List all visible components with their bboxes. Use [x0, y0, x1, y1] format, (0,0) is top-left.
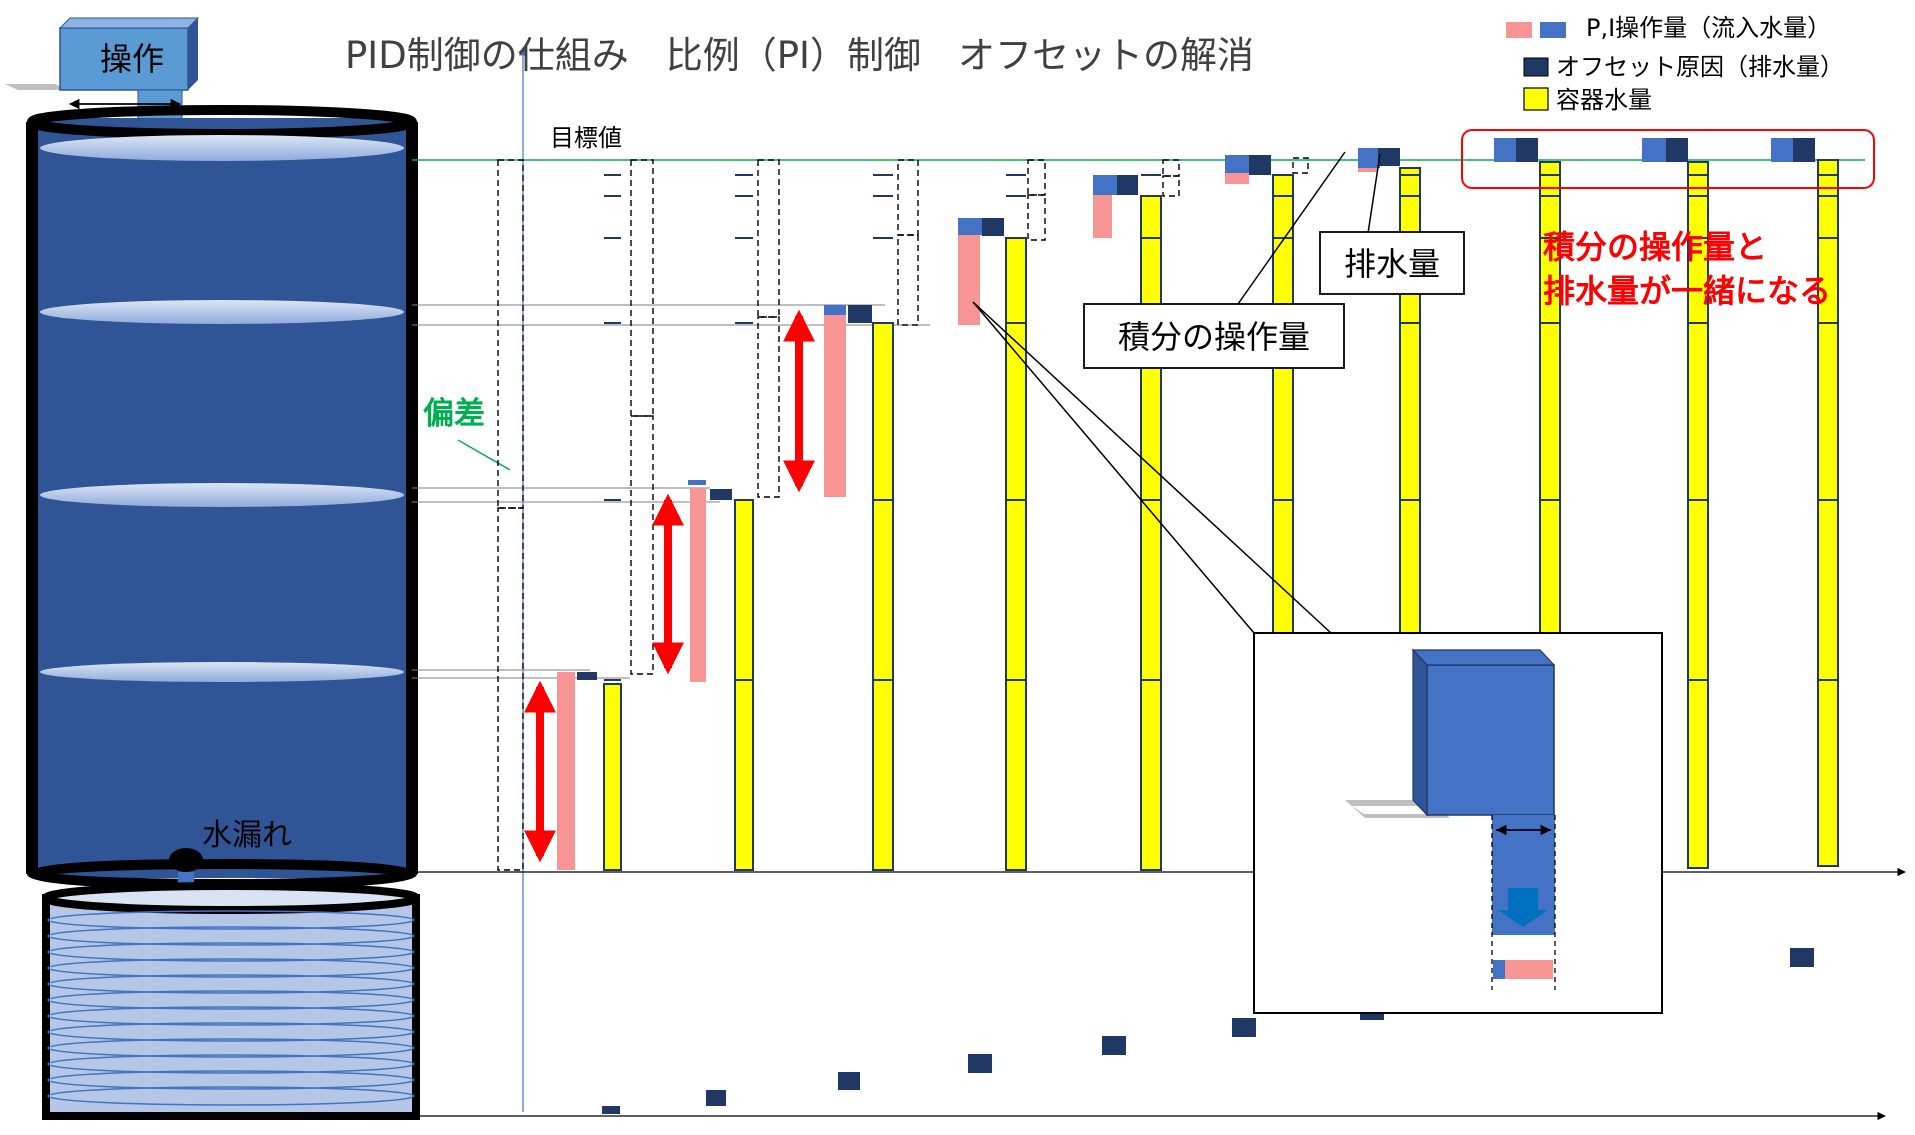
drain-bar — [1666, 138, 1688, 162]
target-label: 目標値 — [550, 124, 622, 152]
equilibrium-highlight — [1461, 129, 1875, 189]
integral-input-bar — [1358, 148, 1380, 168]
drain-label-box — [1319, 231, 1465, 295]
integral-label: 積分の操作量 — [1118, 318, 1310, 356]
water-tank: 操作 水漏れ — [5, 17, 420, 1120]
water-level-disks — [40, 135, 404, 682]
drain-bar — [1117, 175, 1138, 195]
integral-input-bar — [688, 480, 706, 485]
proportional-input-bar — [1093, 195, 1112, 238]
water-level-bar — [603, 683, 622, 871]
deviation-pointer — [457, 439, 511, 471]
proportional-input-bar — [958, 235, 980, 325]
deviation-frames — [497, 157, 1309, 871]
deviation-label: 偏差 — [423, 396, 485, 432]
water-level-bar — [1687, 161, 1709, 869]
integral-input-bar — [1093, 175, 1117, 195]
zoom-proportional-bar — [1505, 960, 1553, 979]
deviation-arrows — [524, 309, 815, 863]
integral-callout: 積分の操作量 — [1083, 151, 1346, 369]
zoom-integral-bar — [1493, 960, 1505, 979]
drain-markers — [602, 948, 1814, 1114]
legend-drain-swatch — [1523, 57, 1549, 77]
drain-bar — [982, 218, 1004, 236]
proportional-input-bar — [690, 488, 706, 682]
flow-arrow-icon — [1498, 910, 1548, 927]
zoom-callout — [972, 301, 1663, 1014]
integral-label-box — [1083, 303, 1345, 369]
valve-side — [188, 18, 198, 90]
legend: P,I操作量（流入水量） オフセット原因（排水量） 容器水量 — [1506, 14, 1844, 114]
water-level-bar — [1817, 159, 1839, 867]
proportional-input-bar — [1358, 168, 1378, 172]
result-text-line2: 排水量が一緒になる — [1543, 272, 1831, 310]
diagram-title: PID制御の仕組み 比例（PI）制御 オフセットの解消 — [345, 34, 1254, 77]
integral-input-bar — [824, 305, 846, 315]
drain-bar — [1793, 138, 1815, 162]
tank-rim — [27, 105, 417, 139]
legend-water-swatch — [1523, 87, 1549, 111]
water-level-bar — [872, 322, 894, 871]
valve-top — [58, 17, 200, 29]
drain-bar — [848, 305, 872, 323]
drain-label: 排水量 — [1344, 245, 1440, 283]
drain-bucket — [42, 882, 420, 1120]
water-level-bar — [734, 499, 754, 871]
drain-bar — [577, 672, 597, 680]
drain-bar — [1516, 138, 1538, 162]
proportional-input-bar — [557, 672, 575, 870]
operate-label: 操作 — [100, 40, 164, 78]
drain-callout: 排水量 — [1319, 153, 1465, 295]
water-level-bar — [1140, 195, 1162, 871]
integral-input-bar — [1494, 138, 1516, 162]
proportional-input-bar — [824, 315, 846, 497]
drain-bar — [710, 489, 732, 500]
water-level-bar — [1005, 237, 1027, 871]
integral-input-bar — [1642, 138, 1666, 162]
proportional-input-bar — [1225, 173, 1249, 184]
zoom-valve — [1426, 664, 1555, 816]
legend-integral-swatch — [1540, 22, 1566, 38]
integral-input-bar — [1771, 138, 1793, 162]
legend-proportional-swatch — [1506, 22, 1532, 38]
integral-input-bar — [1225, 155, 1249, 173]
valve-plate — [5, 84, 68, 90]
integral-input-bar — [958, 218, 982, 235]
drain-bar — [1249, 155, 1271, 175]
drain-bar — [1378, 148, 1400, 166]
leak-label: 水漏れ — [202, 818, 292, 853]
operate-valve — [59, 27, 189, 91]
legend-pi-input-label: P,I操作量（流入水量） — [1586, 14, 1831, 42]
legend-offset-cause-label: オフセット原因（排水量） — [1556, 53, 1844, 81]
result-text-line1: 積分の操作量と — [1543, 228, 1767, 266]
legend-water-level-label: 容器水量 — [1556, 86, 1652, 114]
leak-hole — [169, 848, 203, 872]
